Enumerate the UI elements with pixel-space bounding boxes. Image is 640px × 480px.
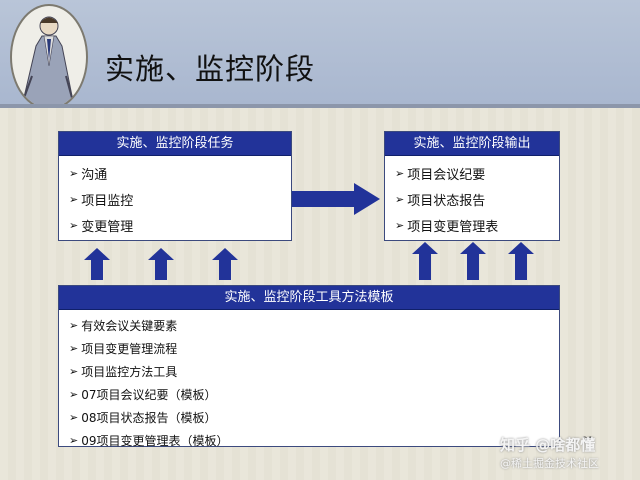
list-item-label: 项目状态报告	[407, 190, 485, 209]
list-item: ➢09项目变更管理表（模板）	[69, 429, 559, 452]
tools-list: ➢有效会议关键要素 ➢项目变更管理流程 ➢项目监控方法工具 ➢07项目会议纪要（…	[59, 310, 559, 452]
list-item: ➢08项目状态报告（模板）	[69, 406, 559, 429]
bullet-arrow-icon: ➢	[69, 167, 78, 180]
up-arrow-icon	[458, 240, 488, 282]
bullet-arrow-icon: ➢	[69, 193, 78, 206]
list-item-label: 有效会议关键要素	[81, 317, 177, 334]
outputs-box-title: 实施、监控阶段输出	[385, 132, 559, 156]
bullet-arrow-icon: ➢	[69, 411, 78, 424]
outputs-list: ➢项目会议纪要 ➢项目状态报告 ➢项目变更管理表	[385, 156, 559, 238]
list-item: ➢变更管理	[69, 212, 291, 238]
list-item: ➢项目状态报告	[395, 186, 559, 212]
list-item-label: 变更管理	[81, 216, 133, 235]
list-item-label: 09项目变更管理表（模板）	[81, 432, 228, 449]
tools-box: 实施、监控阶段工具方法模板 ➢有效会议关键要素 ➢项目变更管理流程 ➢项目监控方…	[58, 285, 560, 447]
bullet-arrow-icon: ➢	[395, 219, 404, 232]
tasks-box: 实施、监控阶段任务 ➢沟通 ➢项目监控 ➢变更管理	[58, 131, 292, 241]
watermark-subline: @稀土掘金技术社区	[500, 455, 599, 471]
bullet-arrow-icon: ➢	[69, 219, 78, 232]
up-arrow-icon	[210, 246, 240, 282]
tools-box-title: 实施、监控阶段工具方法模板	[59, 286, 559, 310]
up-arrow-icon	[82, 246, 112, 282]
up-arrow-icon	[410, 240, 440, 282]
list-item: ➢项目变更管理流程	[69, 337, 559, 360]
bullet-arrow-icon: ➢	[395, 193, 404, 206]
bullet-arrow-icon: ➢	[69, 388, 78, 401]
tasks-box-title: 实施、监控阶段任务	[59, 132, 291, 156]
list-item-label: 项目变更管理流程	[81, 340, 177, 357]
list-item: ➢项目监控方法工具	[69, 360, 559, 383]
bullet-arrow-icon: ➢	[69, 342, 78, 355]
watermark-line: 知乎 @啥都懂	[500, 434, 599, 455]
header-band	[0, 0, 640, 104]
list-item-label: 项目监控	[81, 190, 133, 209]
up-arrow-icon	[506, 240, 536, 282]
list-item: ➢项目变更管理表	[395, 212, 559, 238]
list-item-label: 项目变更管理表	[407, 216, 498, 235]
bullet-arrow-icon: ➢	[69, 365, 78, 378]
up-arrow-icon	[146, 246, 176, 282]
list-item: ➢07项目会议纪要（模板）	[69, 383, 559, 406]
watermark: 知乎 @啥都懂 @稀土掘金技术社区	[500, 434, 599, 471]
list-item-label: 沟通	[81, 164, 107, 183]
list-item-label: 项目会议纪要	[407, 164, 485, 183]
bullet-arrow-icon: ➢	[69, 434, 78, 447]
page-title: 实施、监控阶段	[105, 46, 315, 88]
list-item: ➢项目监控	[69, 186, 291, 212]
list-item: ➢有效会议关键要素	[69, 314, 559, 337]
list-item-label: 07项目会议纪要（模板）	[81, 386, 216, 403]
list-item: ➢沟通	[69, 160, 291, 186]
list-item: ➢项目会议纪要	[395, 160, 559, 186]
tasks-list: ➢沟通 ➢项目监控 ➢变更管理	[59, 156, 291, 238]
list-item-label: 项目监控方法工具	[81, 363, 177, 380]
bullet-arrow-icon: ➢	[395, 167, 404, 180]
list-item-label: 08项目状态报告（模板）	[81, 409, 216, 426]
right-arrow-icon	[290, 181, 384, 217]
outputs-box: 实施、监控阶段输出 ➢项目会议纪要 ➢项目状态报告 ➢项目变更管理表	[384, 131, 560, 241]
businessman-logo	[10, 4, 88, 110]
bullet-arrow-icon: ➢	[69, 319, 78, 332]
